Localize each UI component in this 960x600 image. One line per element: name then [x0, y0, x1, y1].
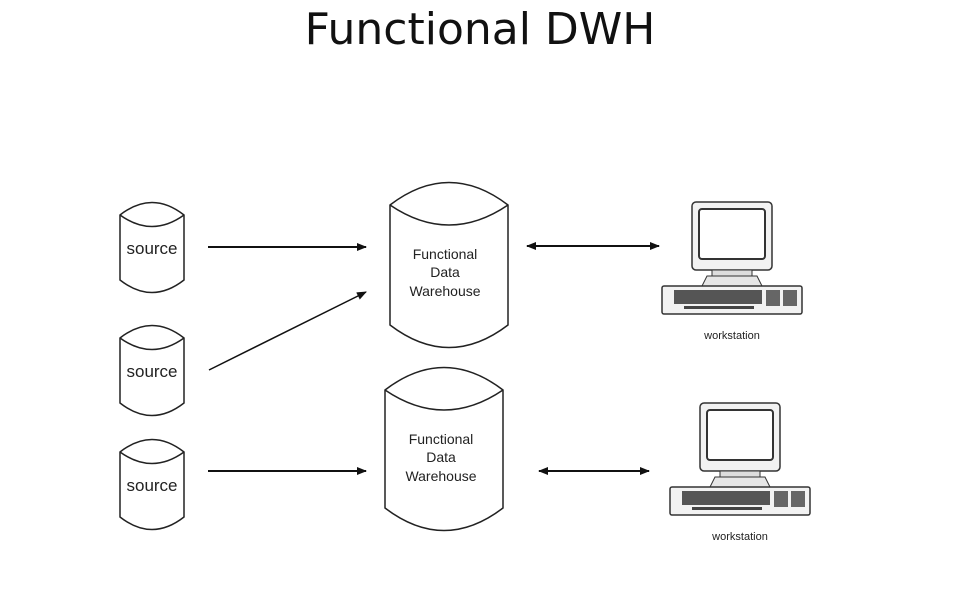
warehouse-cylinder-2: Functional Data Warehouse: [384, 366, 504, 532]
warehouse-cylinder-1: Functional Data Warehouse: [389, 181, 509, 349]
source-cylinder-1: source: [119, 201, 185, 294]
source-label-1: source: [126, 239, 177, 258]
warehouse-label-2-line-1: Functional: [409, 431, 474, 447]
warehouse-label-1-line-2: Data: [430, 264, 460, 280]
workstation-icon-2: workstation: [669, 402, 811, 543]
warehouse-label-2-line-3: Warehouse: [405, 468, 476, 484]
source-label-3: source: [126, 476, 177, 495]
warehouse-label-1-line-1: Functional: [413, 246, 478, 262]
workstation-label-1: workstation: [703, 330, 760, 342]
arrow-source2-to-dwh1: [208, 291, 367, 371]
source-cylinder-3: source: [119, 438, 185, 531]
source-label-2: source: [126, 362, 177, 381]
slide-title: Functional DWH: [304, 4, 656, 55]
workstation-label-2: workstation: [711, 531, 768, 543]
source-cylinder-2: source: [119, 324, 185, 417]
workstation-icon-1: workstation: [661, 201, 803, 342]
warehouse-label-2-line-2: Data: [426, 449, 456, 465]
warehouse-label-1-line-3: Warehouse: [409, 283, 480, 299]
